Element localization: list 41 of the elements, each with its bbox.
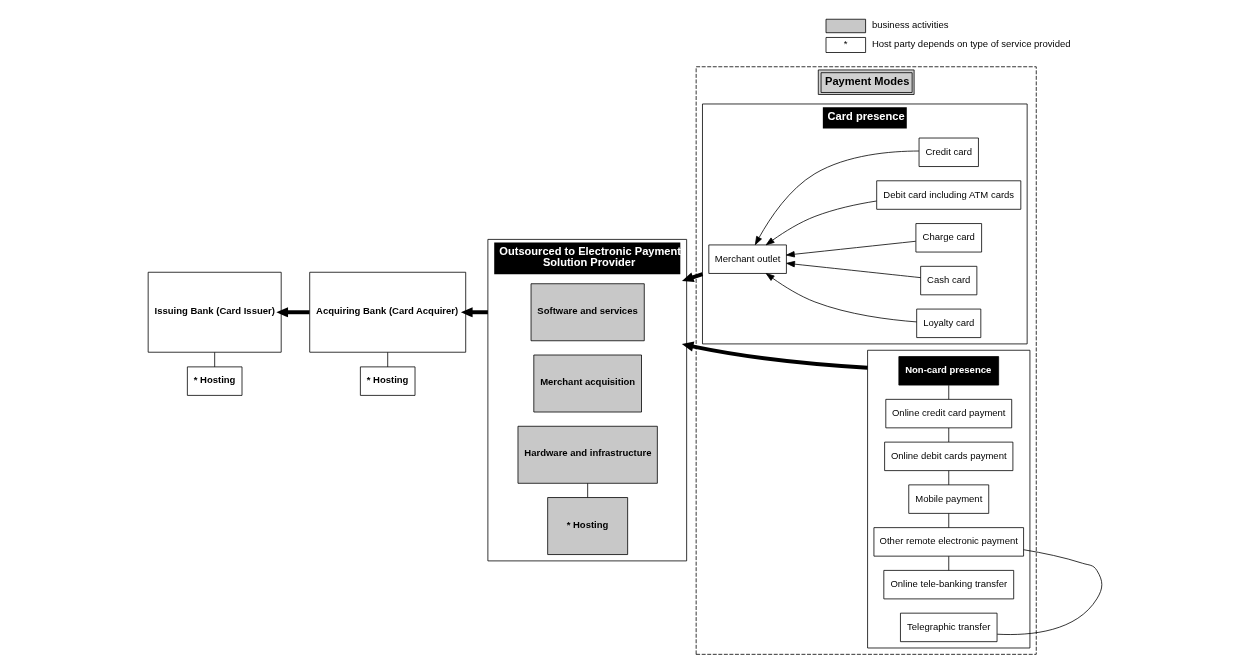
connector bbox=[996, 549, 1103, 635]
connector bbox=[587, 483, 589, 498]
node-box: Telegraphic transfer bbox=[900, 612, 998, 643]
node-box: Issuing Bank (Card Issuer) bbox=[147, 271, 282, 353]
connector bbox=[948, 384, 950, 400]
node-box: Other remote electronic payment bbox=[873, 527, 1024, 557]
arrow bbox=[681, 341, 868, 370]
node-box: Online tele-banking transfer bbox=[883, 570, 1015, 600]
node-box: Loyalty card bbox=[916, 308, 982, 338]
node-box: Cash card bbox=[920, 265, 978, 296]
node-box: Online credit card payment bbox=[885, 398, 1013, 429]
node-box: Credit card bbox=[918, 137, 979, 167]
connector bbox=[214, 351, 216, 368]
arrow bbox=[765, 200, 877, 246]
arrow bbox=[786, 260, 922, 279]
node-box: Acquiring Bank (Card Acquirer) bbox=[309, 271, 467, 353]
node-box: Non-card presence bbox=[898, 356, 1000, 386]
arrow bbox=[765, 273, 918, 323]
node-box: Charge card bbox=[915, 223, 982, 253]
label: * bbox=[843, 38, 848, 50]
connector bbox=[948, 470, 950, 486]
arrow bbox=[754, 150, 920, 246]
connector bbox=[948, 427, 950, 443]
connector bbox=[948, 513, 950, 528]
node-box: * Hosting bbox=[547, 497, 629, 555]
arrow bbox=[276, 307, 310, 318]
arrow bbox=[786, 240, 917, 258]
node-box: Mobile payment bbox=[908, 484, 990, 514]
node-box: Merchant outlet bbox=[708, 244, 787, 274]
cluster bbox=[867, 349, 1031, 649]
connector bbox=[387, 351, 389, 368]
node-box: Merchant acquisition bbox=[533, 354, 642, 413]
node-box: Debit card including ATM cards bbox=[876, 180, 1022, 210]
legend-label: Host party depends on type of service provided bbox=[871, 38, 1071, 50]
node-box: * Hosting bbox=[186, 366, 243, 396]
node-box: Software and services bbox=[530, 283, 645, 342]
connector bbox=[948, 555, 950, 571]
legend-label: business activities bbox=[871, 19, 949, 31]
node-box: * Hosting bbox=[360, 366, 416, 396]
node-box: Online debit cards payment bbox=[884, 441, 1014, 471]
node-box: Hardware and infrastructure bbox=[517, 425, 658, 484]
